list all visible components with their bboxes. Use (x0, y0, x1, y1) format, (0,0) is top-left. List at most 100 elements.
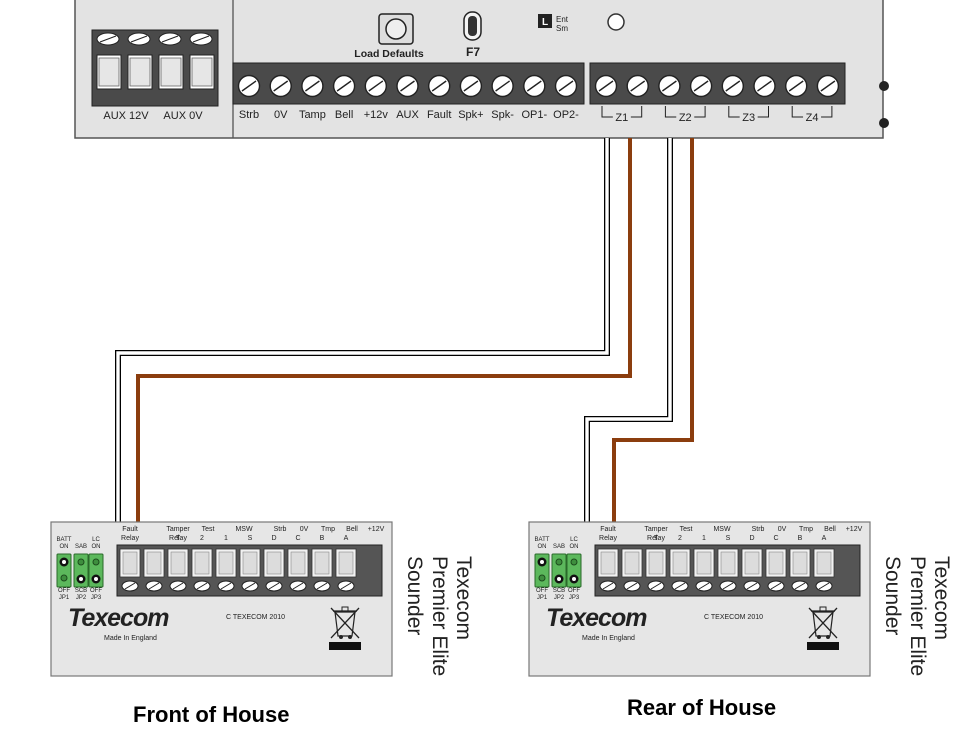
sounder-terminal-bottom-label: 2 (200, 535, 204, 542)
sounder-terminal-top-label: Fault (122, 526, 138, 533)
zone-label: Z2 (679, 112, 692, 124)
sounder-terminal-bottom-label: C (773, 535, 778, 542)
jumper-label: OFF (58, 588, 70, 594)
sounder-terminal-screw (695, 580, 713, 592)
sounder-terminal-screw (647, 580, 665, 592)
main-terminal-screw (237, 74, 261, 98)
sounder-side-text: Sounder (881, 556, 904, 635)
jumper-label: LC (92, 537, 100, 543)
jumper-label: ON (570, 544, 579, 550)
jumper-label: SAB (553, 544, 565, 550)
zone-terminal-screw (816, 74, 840, 98)
l-icon-letter: L (542, 17, 548, 28)
sounder-terminal-screw (815, 580, 833, 592)
caption-front-of-house: Front of House (133, 702, 290, 727)
zone-bracket (728, 106, 769, 118)
sounder-terminal-top-label: Tamper (644, 526, 668, 533)
zone-terminal-screw (658, 74, 681, 98)
sounder-terminal-screw (671, 580, 689, 592)
sounder-terminal-bottom-label: Relay (169, 535, 187, 542)
sounder-terminal-screw (217, 580, 235, 592)
sounder-terminal-bottom-label: T (176, 535, 181, 542)
sounder-terminal-bottom-label: T (654, 535, 659, 542)
sounder-terminal-bottom-label: Relay (647, 535, 665, 542)
sounder-terminal-screw (791, 580, 809, 592)
led-indicator (607, 13, 625, 31)
made-in-label: Made In England (104, 635, 157, 642)
jumper-label: JP2 (76, 595, 87, 601)
jumper-label: ON (538, 544, 547, 550)
partial-label-1: Ent (556, 15, 569, 24)
zone-bracket (664, 106, 706, 118)
f7-label: F7 (466, 45, 480, 59)
jumper-label: SAB (75, 544, 87, 550)
sounder-terminal-screw (743, 580, 761, 592)
sounder-side-text: Texecom (452, 556, 475, 640)
main-terminal-screw (491, 74, 514, 98)
sounder-terminal-top-label: Tamper (166, 526, 190, 533)
sounder-terminal-bottom-label: S (248, 535, 253, 542)
sounder-terminal-screw (599, 580, 617, 592)
sounder-terminal-bottom-label: Relay (121, 535, 139, 542)
main-terminal-screw (523, 74, 546, 98)
sounder-terminal-screw (121, 580, 139, 592)
sounder-terminal-bottom-label: A (822, 535, 827, 542)
main-terminal-screw (428, 74, 451, 98)
control-panel: Load Defaults F7 L Ent Sm (74, 0, 889, 139)
sounder-terminal-screw (241, 580, 259, 592)
sounder-terminal-top-label: Strb (752, 526, 765, 533)
aux-terminal-block (91, 29, 219, 107)
zone-bracket (601, 106, 643, 118)
main-terminal-label: AUX (396, 109, 419, 121)
main-terminal-label: OP1- (521, 109, 547, 121)
wire-z1-brown (136, 138, 632, 522)
sounder-terminal-bottom-label: 1 (702, 535, 706, 542)
zone-terminal-screw (721, 74, 744, 98)
main-terminal-screw (364, 74, 387, 98)
weee-bar (329, 642, 361, 650)
weee-bin-icon (808, 606, 838, 639)
sounder-terminal-screw (169, 580, 187, 592)
sounder-terminal-screw (193, 580, 211, 592)
jumper-label: JP3 (569, 595, 580, 601)
sounder-side-text: Premier Elite (428, 556, 451, 676)
caption-rear-of-house: Rear of House (627, 695, 777, 720)
jumper-label: BATT (57, 537, 72, 543)
sounder-terminal-top-label: Tmp (321, 526, 335, 533)
main-terminal-screw (301, 74, 324, 98)
main-terminal-label: Strb (239, 109, 259, 121)
f7-switch[interactable] (463, 11, 482, 41)
wire-z1-white (115, 138, 610, 522)
main-terminal-label: Tamp (299, 109, 326, 121)
sounder-terminal-screw (265, 580, 283, 592)
sounder-terminal-screw (767, 580, 785, 592)
made-in-label: Made In England (582, 635, 635, 642)
zone-terminal-screw (626, 74, 649, 98)
sounder-side-text: Texecom (930, 556, 953, 640)
main-terminal-label: OP2- (553, 109, 579, 121)
jumper-label: BATT (535, 537, 550, 543)
sounder-side-text: Premier Elite (906, 556, 929, 676)
sounder-terminal-top-label: MSW (235, 526, 253, 533)
sounder-terminal-bottom-label: Relay (599, 535, 617, 542)
sounder-terminal-top-label: MSW (713, 526, 731, 533)
sounder-terminal-screw (337, 580, 355, 592)
zone-terminal-screw (689, 74, 713, 98)
sounder-terminal-bottom-label: D (271, 535, 276, 542)
load-defaults-label: Load Defaults (354, 48, 424, 60)
sounder-side-text: Sounder (403, 556, 426, 635)
jumper-label: OFF (568, 588, 580, 594)
sounder-terminal-bottom-label: D (749, 535, 754, 542)
main-terminal-label: Bell (335, 109, 353, 121)
main-terminal-screw (332, 74, 356, 98)
sounder-terminal-screw (313, 580, 331, 592)
zone-terminal-screw (753, 74, 776, 98)
load-defaults-button[interactable] (378, 13, 414, 45)
aux-12v-label: AUX 12V (103, 110, 149, 122)
main-terminal-screw (269, 74, 292, 98)
main-terminal-label: Fault (427, 109, 451, 121)
sounder-terminal-top-label: Bell (824, 526, 836, 533)
